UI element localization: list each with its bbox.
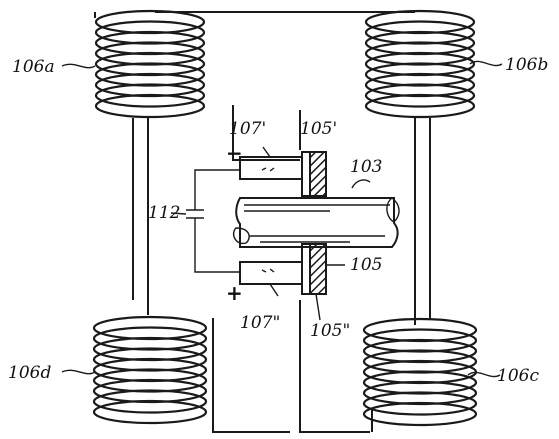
coil-turn <box>92 389 208 414</box>
electrode-107-prime <box>239 146 303 180</box>
coil-turn <box>364 83 476 108</box>
coil-turn <box>362 391 478 416</box>
rod-103 <box>232 179 400 248</box>
coil-turn <box>364 93 476 119</box>
label-103: 103 <box>350 157 382 177</box>
label-106c: 106c <box>497 366 539 386</box>
electrode-107-double-prime <box>239 261 303 297</box>
coil-106c <box>362 317 478 427</box>
coil-106b <box>364 9 476 119</box>
label-107-double-prime: 107" <box>240 313 280 333</box>
plate-105-prime <box>301 151 327 197</box>
coil-turn <box>362 401 478 427</box>
minus-sign: − <box>226 141 243 165</box>
plate-105 <box>301 243 345 321</box>
label-105-double-prime: 105" <box>310 321 350 341</box>
label-106b: 106b <box>505 55 548 75</box>
coil-turn <box>94 83 206 108</box>
coil-leaders <box>61 60 503 378</box>
coil-106d <box>92 315 208 425</box>
coil-turn <box>94 93 206 119</box>
plus-sign: + <box>226 281 243 305</box>
label-107-prime: 107' <box>229 119 266 139</box>
coil-106a <box>94 9 206 119</box>
label-105: 105 <box>350 255 382 275</box>
label-106d: 106d <box>8 363 51 383</box>
coil-turn <box>92 399 208 425</box>
coil-wiring <box>94 11 431 433</box>
label-106a: 106a <box>12 57 55 77</box>
label-105-prime: 105' <box>300 119 337 139</box>
label-112: 112 <box>148 203 180 223</box>
capacitor-circuit <box>170 169 240 273</box>
